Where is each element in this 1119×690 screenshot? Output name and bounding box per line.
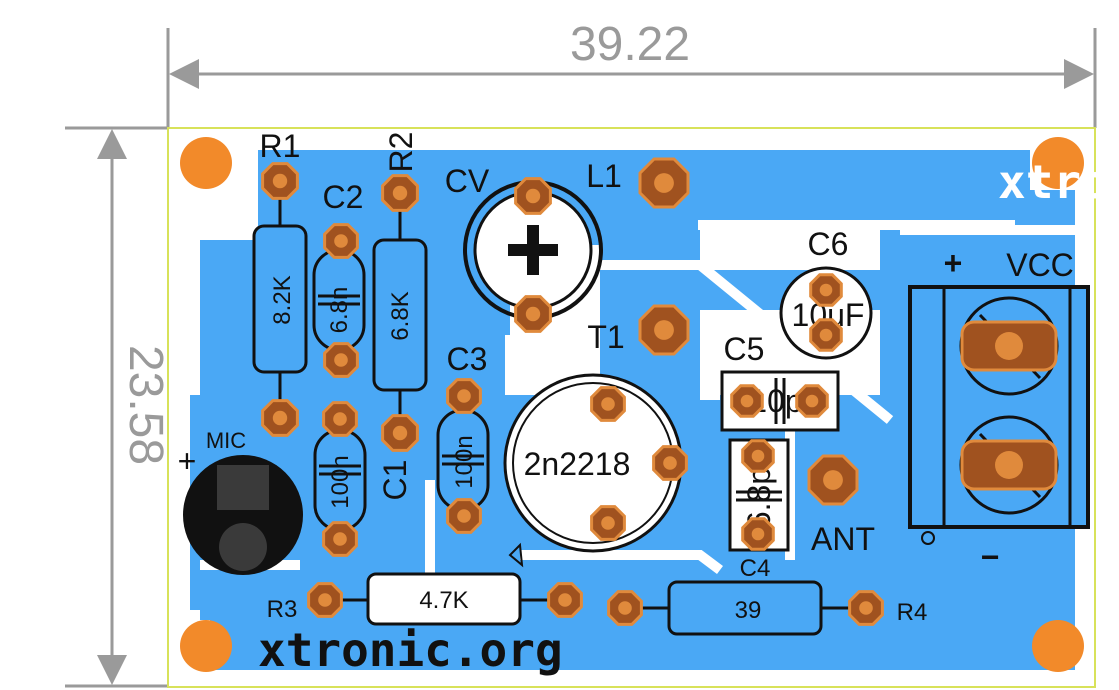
r1-ref: R1 [260, 128, 301, 164]
c1-ref: C1 [377, 460, 413, 501]
pad-cv-a-drill [525, 188, 541, 204]
capacitor-c1: 100n C1 [313, 428, 413, 532]
pad-c5-a-drill [740, 394, 754, 408]
pad-c2-b-drill [334, 353, 348, 367]
c1-value: 100n [327, 455, 354, 508]
resistor-r1: R1 8.2K [252, 128, 308, 405]
dimension-width-label: 39.22 [570, 18, 690, 71]
ant-ref: ANT [811, 521, 875, 557]
c2-value: 6.8n [326, 287, 353, 334]
pad-t1-e-drill [601, 397, 615, 411]
pad-c5-b-drill [805, 394, 819, 408]
pad-c3-a-drill [457, 389, 471, 403]
c2-ref: C2 [323, 179, 364, 215]
pad-r4-a-drill [618, 601, 632, 615]
r2-ref: R2 [383, 132, 419, 173]
terminal-vcc: + VCC − [908, 245, 1090, 575]
pad-r4-b-drill [859, 601, 873, 615]
pad-c4-b-drill [751, 527, 765, 541]
c3-value: 100n [451, 435, 478, 488]
t1-value: 2n2218 [524, 446, 631, 482]
pad-r1-b-drill [272, 410, 288, 426]
r1-value: 8.2K [269, 275, 296, 324]
l1-ref: L1 [586, 158, 622, 194]
resistor-r4: 39 R4 [625, 580, 928, 636]
pad-r3-b-drill [558, 593, 572, 607]
c5-ref: C5 [724, 331, 765, 367]
mount-hole-top-left [180, 137, 232, 189]
pad-c3-b-drill [457, 509, 471, 523]
c6-ref: C6 [808, 226, 849, 262]
pad-r1-a-drill [272, 173, 288, 189]
r3-ref: R3 [267, 596, 298, 623]
pad-r2-b-drill [392, 425, 408, 441]
pads [261, 157, 884, 626]
vcc-label: VCC [1006, 247, 1074, 283]
mic-plus: + [178, 443, 197, 479]
dimension-width: 39.22 [166, 18, 1097, 128]
r2-value: 6.8K [387, 291, 414, 340]
mounting-holes [180, 137, 1084, 672]
brand-text: xtronic.org [258, 623, 563, 677]
pad-c6-a-drill [819, 283, 833, 297]
pad-t1-b-drill [663, 456, 677, 470]
microphone-mic: MIC + [178, 428, 303, 575]
r4-value: 39 [735, 597, 762, 624]
c3-ref: C3 [447, 341, 488, 377]
pad-c1-b-drill [333, 532, 347, 546]
capacitor-c6: C6 10uF [779, 226, 873, 360]
pad-c6-b-drill [819, 328, 833, 342]
cv-ref: CV [445, 163, 490, 199]
pad-t1-c-drill [601, 516, 615, 530]
pad-t1-a-drill [654, 320, 674, 340]
brand-mirrored: xtronic.org [998, 155, 1119, 209]
pad-c1-a-drill [333, 412, 347, 426]
r3-value: 4.7K [419, 587, 468, 614]
dimension-height: 23.58 [65, 126, 172, 688]
pad-cv-b-drill [525, 306, 541, 322]
t1-ref: T1 [587, 319, 624, 355]
dimension-height-label: 23.58 [119, 345, 172, 465]
pad-r3-a-drill [318, 593, 332, 607]
mount-hole-top-right [1032, 137, 1084, 189]
r4-ref: R4 [897, 599, 928, 626]
pad-ant-drill [823, 470, 843, 490]
mount-hole-bottom-left [180, 620, 232, 672]
c4-ref: C4 [740, 555, 771, 582]
trimmer-cv: CV [445, 163, 603, 320]
resistor-r2: R2 6.8K [372, 132, 428, 430]
pad-c2-a-drill [334, 234, 348, 248]
pad-c4-a-drill [751, 449, 765, 463]
vcc-minus: − [981, 539, 1000, 575]
vcc-plus: + [944, 245, 963, 281]
pad-r2-a-drill [392, 185, 408, 201]
pad-l1-drill [654, 173, 674, 193]
mic-ref: MIC [206, 428, 246, 453]
mount-hole-bottom-right [1032, 620, 1084, 672]
resistor-r3: 4.7K R3 [267, 572, 565, 626]
